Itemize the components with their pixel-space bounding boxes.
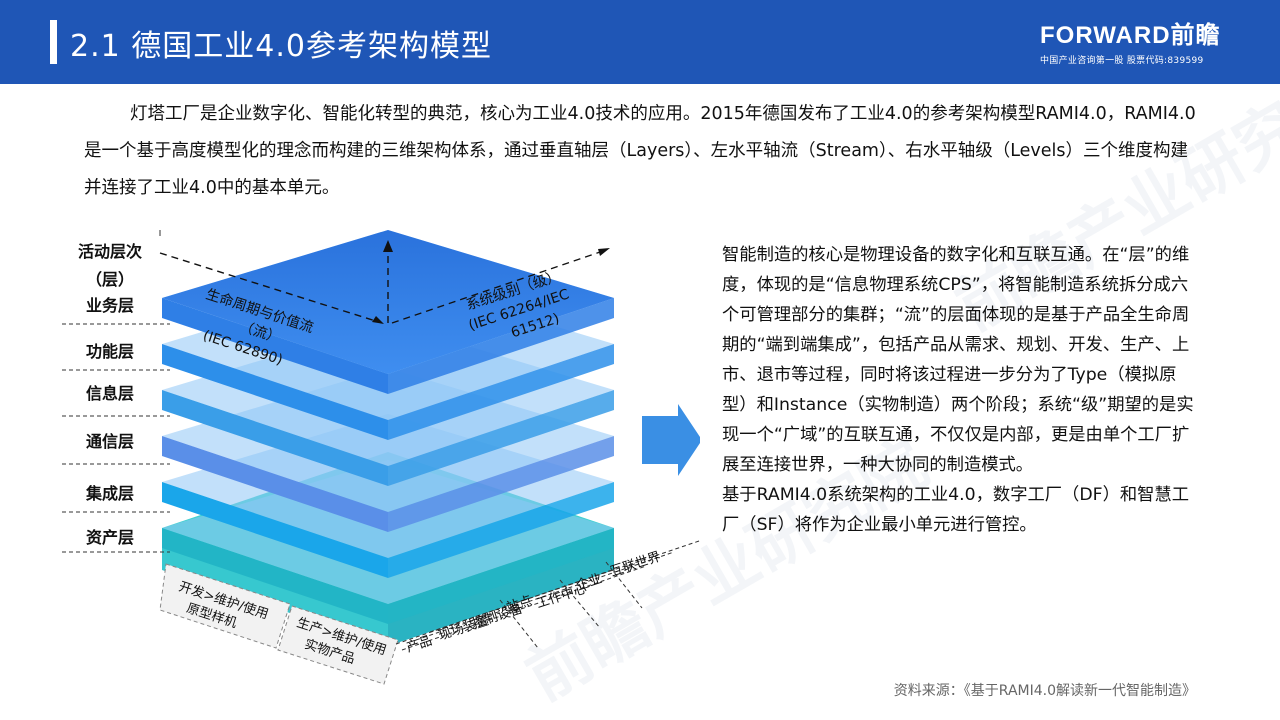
title-accent-bar [50, 20, 57, 64]
header-bar: 2.1 德国工业4.0参考架构模型 FORWARD前瞻 中国产业咨询第一股 股票… [0, 0, 1280, 84]
top-face [162, 230, 614, 374]
intro-paragraph: 灯塔工厂是企业数字化、智能化转型的典范，核心为工业4.0技术的应用。2015年德… [84, 96, 1204, 207]
page-title: 2.1 德国工业4.0参考架构模型 [70, 29, 492, 64]
source-note: 资料来源：《基于RAMI4.0解读新一代智能制造》 [893, 683, 1196, 699]
layer-slab [388, 436, 614, 532]
logo-subtitle: 中国产业咨询第一股 股票代码:839599 [1040, 56, 1204, 66]
layer-slab [162, 436, 388, 532]
description-paragraph-2: 基于RAMI4.0系统架构的工业4.0，数字工厂（DF）和智慧工厂（SF）将作为… [722, 485, 1189, 535]
layer-slab [388, 298, 614, 394]
layer-slab [162, 344, 388, 440]
layer-label-function: 功能层 [85, 342, 134, 361]
rami-diagram: 生命周期与价值流 （流） (IEC 62890) 系统级别（级） (IEC 62… [62, 230, 700, 685]
axis-title-line2: （层） [85, 270, 134, 289]
stream-bands: 开发>维护/使用 原型样机 生产>维护/使用 实物产品 [159, 563, 399, 685]
description-paragraph-1: 智能制造的核心是物理设备的数字化和互联互通。在“层”的维度，体现的是“信息物理系… [722, 245, 1194, 475]
forward-logo: FORWARD前瞻 中国产业咨询第一股 股票代码:839599 [1040, 22, 1221, 66]
layer-label-asset: 资产层 [85, 528, 134, 547]
layer-label-integration: 集成层 [85, 484, 134, 503]
right-description: 智能制造的核心是物理设备的数字化和互联互通。在“层”的维度，体现的是“信息物理系… [722, 240, 1202, 540]
layer-slab [388, 482, 614, 578]
right-arrow-icon [642, 404, 700, 476]
layer-label-information: 信息层 [85, 384, 134, 403]
level-label: 企业 [574, 571, 604, 594]
layer-label-business: 业务层 [85, 296, 134, 315]
axis-title-line1: 活动层次 [77, 242, 142, 261]
layer-slab [162, 482, 388, 578]
layer-slab [162, 528, 388, 624]
intro-text: 灯塔工厂是企业数字化、智能化转型的典范，核心为工业4.0技术的应用。2015年德… [84, 104, 1196, 198]
logo-name: FORWARD前瞻 [1040, 22, 1221, 49]
layer-slab [162, 298, 388, 394]
layer-slab [388, 528, 614, 624]
layer-slab [162, 390, 388, 486]
layer-label-communication: 通信层 [85, 432, 134, 451]
layer-slab [388, 344, 614, 440]
levels-lines [395, 540, 700, 651]
level-label: 互联世界 [609, 549, 663, 579]
layer-slab [388, 390, 614, 486]
